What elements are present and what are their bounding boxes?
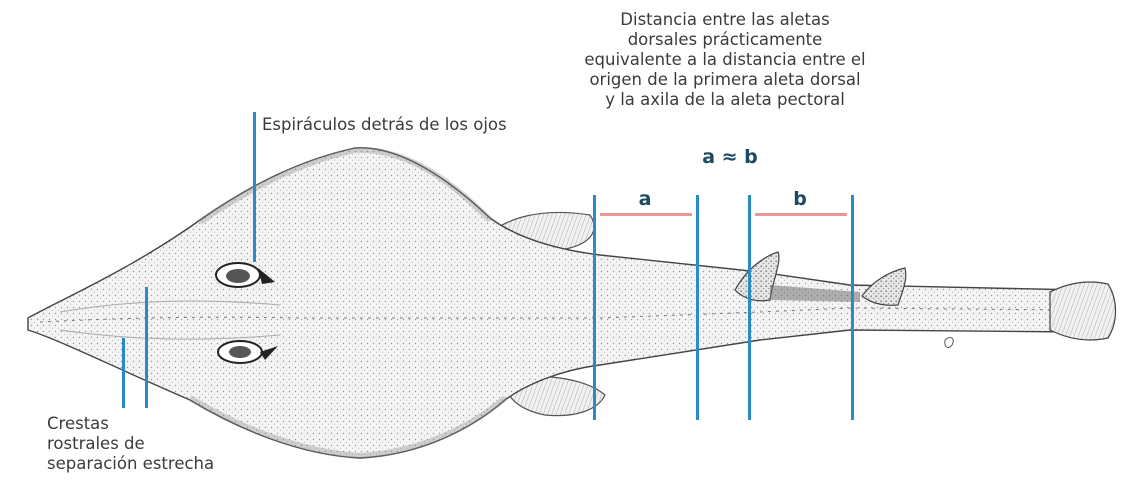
fin-ratio-line-2: dorsales prácticamente (627, 30, 823, 49)
caudal-fin (1049, 281, 1117, 341)
ratio-formula: a ≈ b (702, 146, 758, 168)
spiracle-lower (260, 346, 278, 360)
first-dorsal-end-line (748, 195, 751, 420)
fin-ratio-note: Distancia entre las aletas dorsales prác… (560, 10, 890, 110)
rostral-ridge-guide-line-1 (122, 338, 125, 408)
rostral-ridges-line-3: separación estrecha (47, 454, 215, 473)
pectoral-axil-line (593, 195, 596, 420)
rostral-ridges-line-2: rostrales de (47, 434, 145, 453)
fin-ratio-line-1: Distancia entre las aletas (620, 10, 830, 29)
spiracles-label: Espiráculos detrás de los ojos (262, 115, 507, 134)
first-dorsal-origin-line (696, 195, 699, 420)
distance-a-label: a (638, 188, 652, 210)
rostral-ridge-guide-line-2 (145, 287, 148, 408)
fin-ratio-line-4: origen de la primera aleta dorsal (589, 70, 861, 89)
fin-ratio-line-3: equivalente a la distancia entre el (584, 50, 866, 69)
distance-b-label: b (793, 188, 807, 210)
distance-a-line (600, 213, 692, 216)
distance-b-line (755, 213, 847, 216)
rostral-ridges-label: Crestas rostrales de separación estrecha (47, 414, 257, 474)
first-dorsal-fin (734, 251, 780, 302)
second-dorsal-fin (861, 267, 907, 306)
rostral-ridges-line-1: Crestas (47, 414, 109, 433)
second-dorsal-origin-line (851, 195, 854, 420)
fin-ratio-line-5: y la axila de la aleta pectoral (605, 90, 845, 109)
spiracle-upper (258, 268, 275, 284)
spiracle-guide-line (253, 112, 256, 262)
